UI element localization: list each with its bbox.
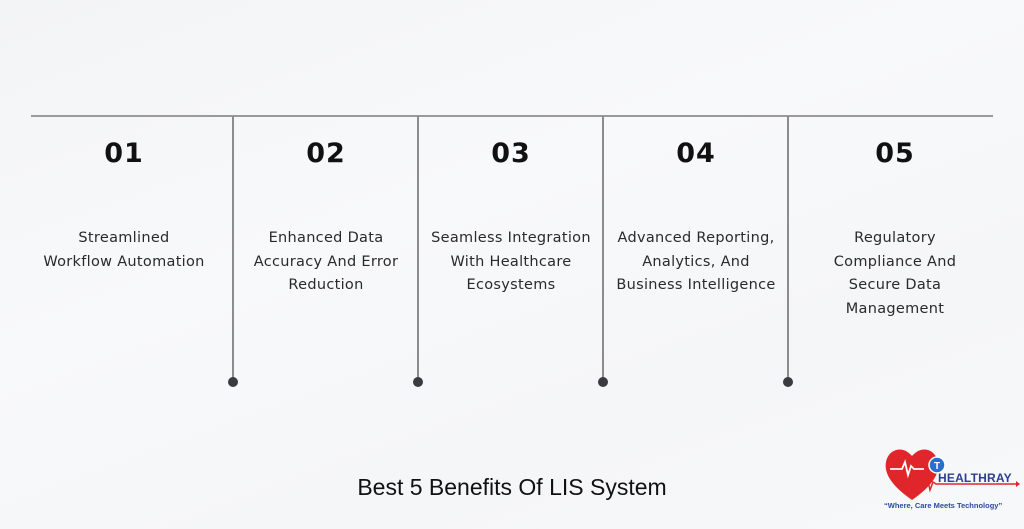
benefit-description: Enhanced Data Accuracy And Error Reducti… bbox=[253, 230, 399, 293]
benefit-number: 04 bbox=[676, 138, 716, 169]
benefit-description: Seamless Integration With Healthcare Eco… bbox=[431, 230, 591, 293]
benefit-number: 03 bbox=[491, 138, 531, 169]
top-divider-line bbox=[31, 115, 993, 117]
column-divider bbox=[602, 116, 604, 382]
brand-tagline: “Where, Care Meets Technology” bbox=[884, 501, 1003, 510]
benefit-5: 05 Regulatory Compliance And Secure Data… bbox=[800, 130, 990, 321]
benefit-2: 02 Enhanced Data Accuracy And Error Redu… bbox=[234, 130, 418, 298]
benefit-4: 04 Advanced Reporting, Analytics, And Bu… bbox=[604, 130, 788, 298]
svg-text:T: T bbox=[934, 461, 940, 472]
benefit-number: 05 bbox=[875, 138, 915, 169]
timeline-dot bbox=[413, 377, 423, 387]
column-divider bbox=[417, 116, 419, 382]
heart-icon: T bbox=[885, 449, 1020, 500]
benefit-description: Regulatory Compliance And Secure Data Ma… bbox=[833, 230, 957, 317]
benefit-description: Streamlined Workflow Automation bbox=[43, 230, 205, 270]
timeline-dot bbox=[228, 377, 238, 387]
timeline-dot bbox=[783, 377, 793, 387]
benefit-1: 01 Streamlined Workflow Automation bbox=[31, 130, 217, 274]
column-divider bbox=[232, 116, 234, 382]
column-divider bbox=[787, 116, 789, 382]
brand-name: HEALTHRAY bbox=[938, 471, 1012, 485]
benefit-number: 02 bbox=[306, 138, 346, 169]
benefit-description: Advanced Reporting, Analytics, And Busin… bbox=[616, 230, 776, 293]
benefit-3: 03 Seamless Integration With Healthcare … bbox=[419, 130, 603, 298]
page-title: Best 5 Benefits Of LIS System bbox=[357, 474, 667, 500]
timeline-dot bbox=[598, 377, 608, 387]
benefit-number: 01 bbox=[104, 138, 144, 169]
